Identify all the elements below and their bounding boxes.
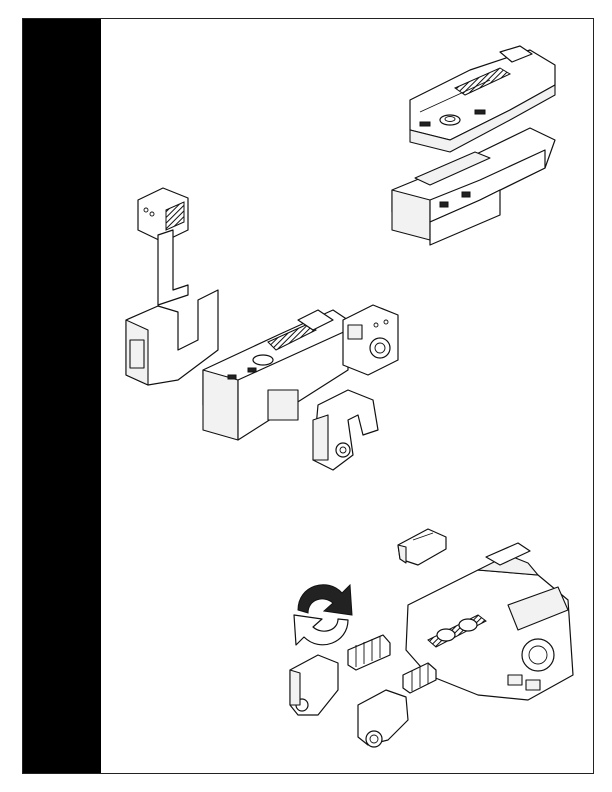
black-side-bar	[23, 19, 101, 773]
clamp-part	[313, 390, 378, 470]
side-panel-part	[126, 290, 218, 385]
chassis-exploded-illustration	[118, 180, 418, 490]
tank-body-exploded-illustration	[380, 40, 570, 250]
mount-part	[343, 305, 398, 375]
turret-part	[410, 46, 555, 152]
barrel-part	[348, 635, 390, 670]
hull-part	[392, 128, 555, 245]
rotate-and-attach-illustration	[278, 515, 578, 760]
assembled-vehicle	[403, 543, 573, 700]
bracket-part	[138, 188, 188, 305]
main-body-part	[203, 310, 348, 440]
left-clamp-part	[290, 655, 338, 715]
small-connector-part	[398, 529, 446, 565]
rotate-arrow-icon	[294, 585, 352, 645]
bottom-clamp-part	[358, 690, 408, 747]
